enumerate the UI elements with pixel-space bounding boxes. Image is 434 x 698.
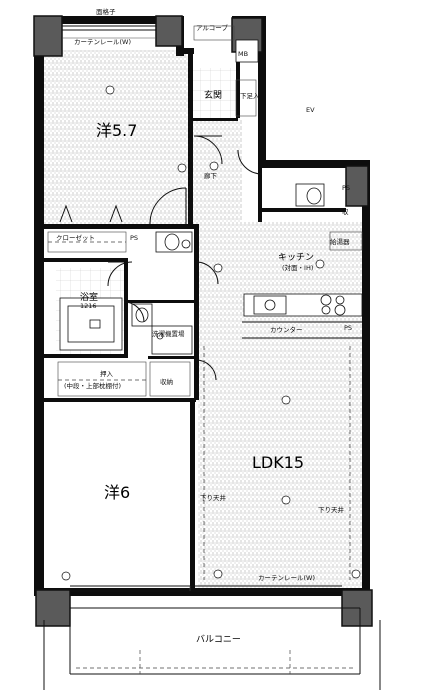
closet-label: クローゼット xyxy=(56,233,95,242)
ev-label: EV xyxy=(306,106,315,114)
ldk-label: LDK15 xyxy=(252,453,304,472)
curtain-rail-top-label: カーテンレール(W) xyxy=(74,38,131,46)
entrance-label: 玄関 xyxy=(204,89,222,101)
ps-label-1: PS xyxy=(130,234,138,242)
balcony-label: バルコニー xyxy=(196,634,241,645)
pillar-right-mid xyxy=(345,165,369,207)
ps-label-2: PS xyxy=(342,184,350,192)
mb-label: MB xyxy=(238,50,248,58)
oshiire-label: 押入 xyxy=(100,369,114,378)
pillar-bottom-left xyxy=(35,589,71,627)
bath-label: 浴室 xyxy=(80,291,98,303)
entrance-floor xyxy=(192,68,236,118)
room-western-1-label: 洋5.7 xyxy=(96,121,137,140)
ceiling-lights xyxy=(61,85,361,581)
oshiire-note-label: (中段・上部枕棚付) xyxy=(64,381,121,390)
shoe-box-label: 下足入 xyxy=(240,92,260,100)
balcony-floor xyxy=(70,598,360,676)
storage-small-label: 収 xyxy=(342,208,349,216)
corridor-floor xyxy=(192,118,242,228)
curtain-rail-bottom-label: カーテンレール(W) xyxy=(258,574,315,582)
dropped-ceiling-2-label: 下り天井 xyxy=(318,505,345,514)
pillar-top-middle xyxy=(155,15,183,47)
room-western-1-floor xyxy=(44,50,192,228)
alcove-label: アルコーブ xyxy=(196,23,228,32)
corridor-label: 廊下 xyxy=(204,171,218,180)
kitchen-note-label: (対面・IH) xyxy=(282,263,313,272)
laundry-label: 洗濯機置場 xyxy=(152,329,185,338)
pillar-top-left xyxy=(33,15,63,57)
kitchen-label: キッチン xyxy=(278,252,314,263)
dropped-ceiling-1-label: 下り天井 xyxy=(200,493,227,502)
doors xyxy=(59,135,263,381)
counter-label: カウンター xyxy=(270,325,303,334)
room-western-2-label: 洋6 xyxy=(104,483,130,502)
bath-size-label: 1216 xyxy=(80,302,97,310)
window-grille-label: 面格子 xyxy=(96,7,116,16)
interior-walls xyxy=(44,54,346,588)
balcony-outline xyxy=(43,607,381,690)
water-heater-label: 給湯器 xyxy=(330,237,350,246)
ps-label-3: PS xyxy=(344,324,352,332)
ldk-floor xyxy=(198,222,366,590)
room-western-2-floor xyxy=(56,404,192,588)
storage-label: 収納 xyxy=(160,377,173,386)
